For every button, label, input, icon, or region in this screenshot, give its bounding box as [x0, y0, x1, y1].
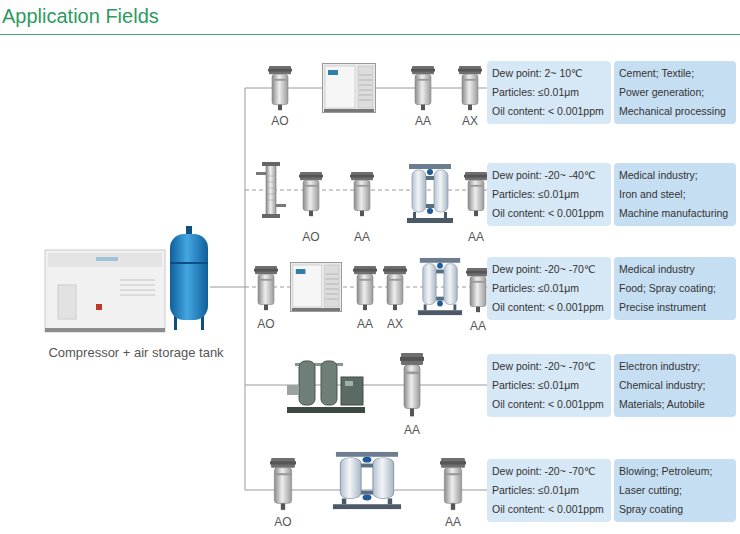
application-box: Medical industryFood; Spray coating;Prec…	[614, 257, 736, 320]
filter-figure	[254, 266, 278, 310]
part-label: AX	[387, 317, 403, 331]
spec-line: Dew point: -20~ -40℃	[492, 166, 606, 185]
spec-line: Particles: ≤0.01μm	[492, 481, 606, 500]
filter-figure	[268, 66, 292, 110]
equipment-row-1	[268, 64, 482, 113]
equipment-row-4	[287, 353, 424, 416]
part-label: AA	[415, 114, 431, 128]
spec-line: Particles: ≤0.01μm	[492, 279, 606, 298]
application-line: Food; Spray coating;	[619, 279, 731, 298]
spec-box: Dew point: -20~ -40℃Particles: ≤0.01μmOi…	[487, 163, 611, 226]
application-line: Machine manufacturing	[619, 204, 731, 223]
application-box: Cement; Textile;Power generation;Mechani…	[614, 61, 736, 124]
part-label: AA	[404, 423, 420, 437]
filter-figure	[411, 66, 435, 110]
part-label: AO	[271, 114, 288, 128]
equipment-row-2	[256, 162, 488, 223]
part-label: AA	[354, 230, 370, 244]
part-label: AO	[302, 230, 319, 244]
title-heading: Application Fields	[2, 4, 159, 28]
application-line: Laser cutting;	[619, 481, 731, 500]
application-line: Cement; Textile;	[619, 64, 731, 83]
application-line: Precise instrument	[619, 298, 731, 317]
spec-line: Dew point: 2~ 10℃	[492, 64, 606, 83]
application-box: Electron industry;Chemical industry;Mate…	[614, 354, 736, 417]
spec-line: Oil content: < 0.001ppm	[492, 204, 606, 223]
air-tank-illustration	[170, 226, 208, 330]
dryer-figure	[418, 258, 462, 315]
filter-figure	[440, 458, 466, 510]
application-line: Medical industry;	[619, 166, 731, 185]
part-label: AA	[357, 317, 373, 331]
filter-figure	[383, 266, 407, 310]
caption-label: Compressor + air storage tank	[48, 346, 223, 360]
part-label: AA	[468, 230, 484, 244]
compressor-illustration	[45, 250, 165, 332]
filter-figure	[299, 172, 323, 216]
application-line: Iron and steel;	[619, 185, 731, 204]
spec-box: Dew point: -20~ -70℃Particles: ≤0.01μmOi…	[487, 257, 611, 320]
exchanger-figure	[256, 162, 286, 218]
spec-box: Dew point: 2~ 10℃Particles: ≤0.01μmOil c…	[487, 61, 611, 124]
spec-line: Oil content: < 0.001ppm	[492, 298, 606, 317]
filter-figure	[464, 172, 488, 216]
spec-line: Dew point: -20~ -70℃	[492, 462, 606, 481]
filter-figure	[353, 266, 377, 310]
application-line: Chemical industry;	[619, 376, 731, 395]
spec-box: Dew point: -20~ -70℃Particles: ≤0.01μmOi…	[487, 459, 611, 522]
application-box: Blowing; Petroleum;Laser cutting;Spray c…	[614, 459, 736, 522]
spec-line: Dew point: -20~ -70℃	[492, 357, 606, 376]
spec-line: Particles: ≤0.01μm	[492, 376, 606, 395]
part-label: AA	[445, 515, 461, 529]
dryer-figure	[287, 361, 365, 413]
application-line: Power generation;	[619, 83, 731, 102]
application-line: Materials; Autobile	[619, 395, 731, 414]
pipe-lines	[210, 88, 508, 490]
filter-figure	[270, 458, 296, 510]
equipment-row-5	[270, 452, 466, 510]
application-box: Medical industry;Iron and steel;Machine …	[614, 163, 736, 226]
spec-line: Oil content: < 0.001ppm	[492, 102, 606, 121]
application-line: Electron industry;	[619, 357, 731, 376]
application-line: Medical industry	[619, 260, 731, 279]
part-label: AX	[462, 114, 478, 128]
spec-line: Particles: ≤0.01μm	[492, 185, 606, 204]
spec-line: Oil content: < 0.001ppm	[492, 395, 606, 414]
dryer-figure	[290, 263, 341, 312]
equipment-row-3	[254, 258, 490, 315]
application-line: Spray coating	[619, 500, 731, 519]
filter-figure	[400, 353, 424, 416]
part-label: AA	[470, 319, 486, 333]
dryer-figure	[323, 64, 376, 113]
title-rule	[0, 34, 740, 35]
part-label: AO	[257, 317, 274, 331]
filter-figure	[458, 66, 482, 110]
spec-line: Oil content: < 0.001ppm	[492, 500, 606, 519]
dryer-figure	[333, 452, 401, 509]
application-line: Blowing; Petroleum;	[619, 462, 731, 481]
application-line: Mechanical processing	[619, 102, 731, 121]
dryer-figure	[407, 164, 453, 223]
part-label: AO	[274, 515, 291, 529]
filter-figure	[350, 172, 374, 216]
spec-line: Dew point: -20~ -70℃	[492, 260, 606, 279]
spec-line: Particles: ≤0.01μm	[492, 83, 606, 102]
spec-box: Dew point: -20~ -70℃Particles: ≤0.01μmOi…	[487, 354, 611, 417]
